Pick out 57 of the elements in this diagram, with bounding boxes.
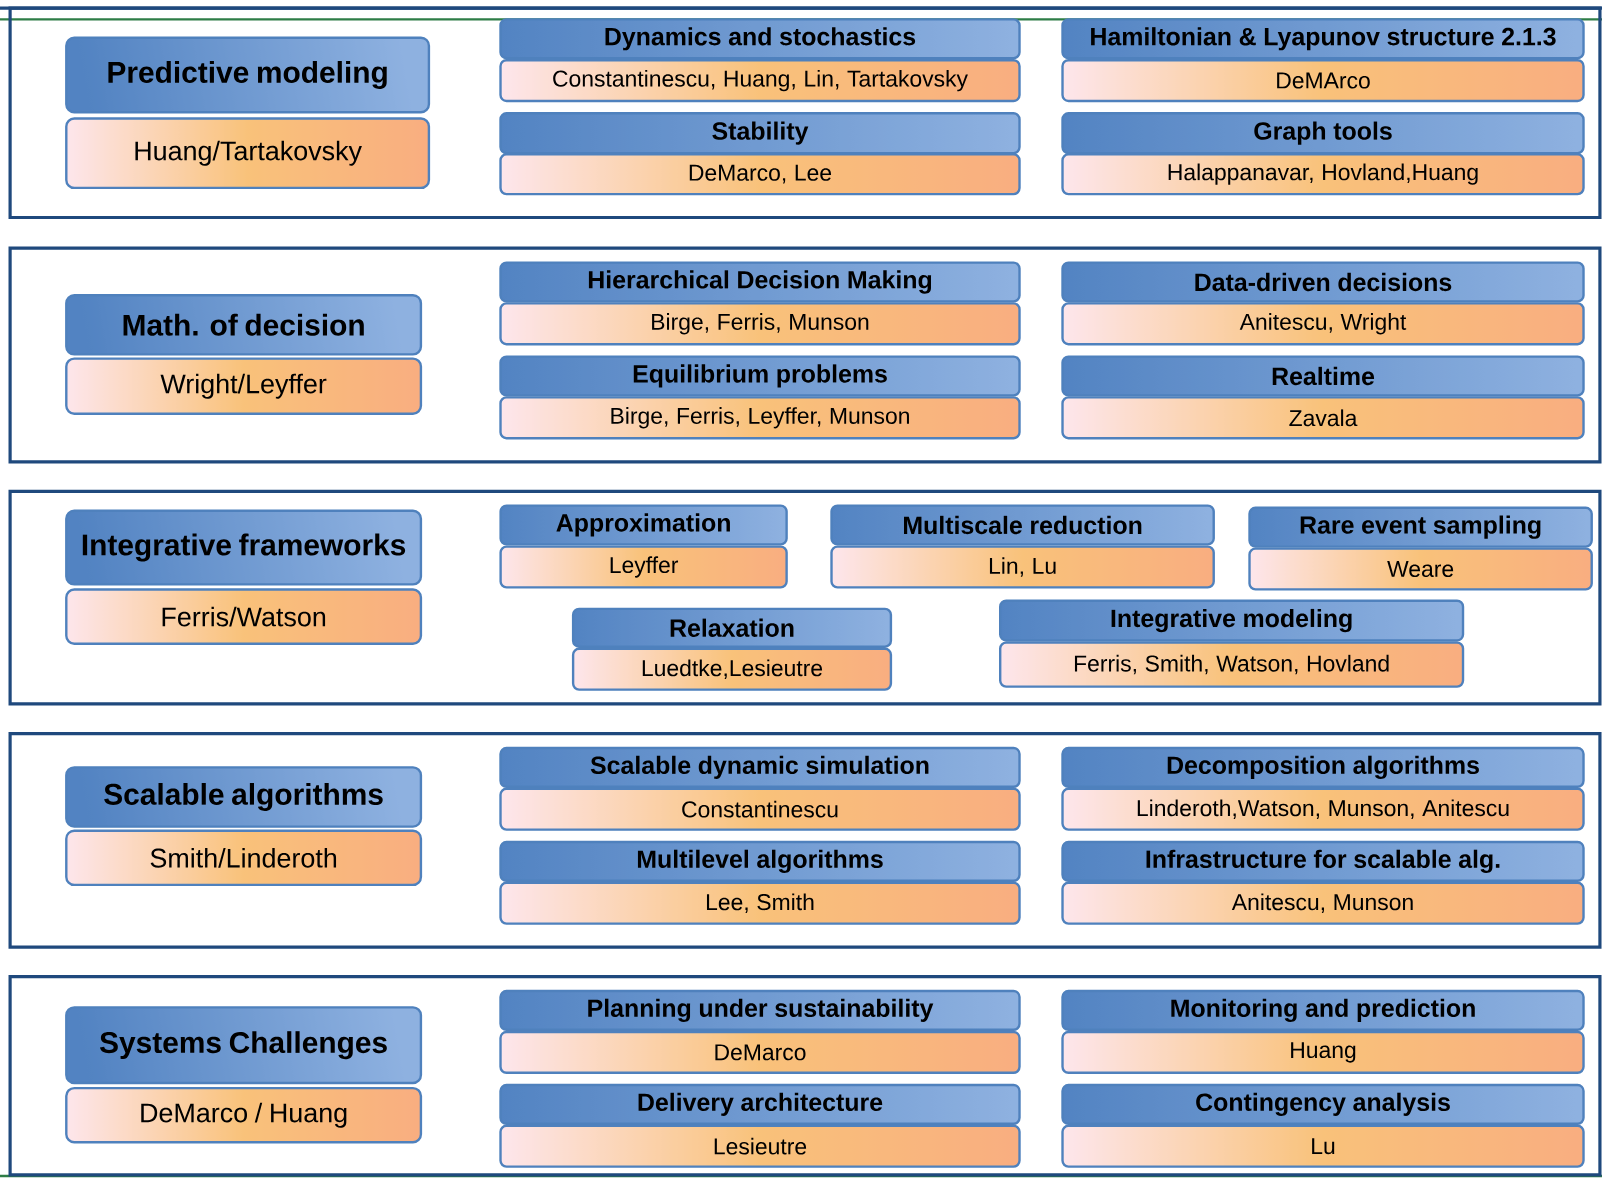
name-box: Anitescu, Munson — [1061, 881, 1585, 925]
name-box: Lu — [1061, 1124, 1585, 1168]
name-box: Constantinescu, Huang, Lin, Tartakovsky — [499, 59, 1021, 103]
topic-box: Hierarchical Decision Making — [499, 261, 1021, 303]
topic-box: Contingency analysis — [1061, 1083, 1585, 1125]
topic-box: Data-driven decisions — [1061, 261, 1585, 303]
heading-box: Math. of decision — [65, 294, 423, 356]
name-box: Halappanavar, Hovland,Huang — [1061, 153, 1585, 196]
name-box: Birge, Ferris, Munson — [499, 302, 1021, 346]
name-box: Ferris/Watson — [65, 588, 423, 645]
topic-box: Dynamics and stochastics — [499, 18, 1021, 60]
heading-box: Predictive modeling — [65, 36, 431, 114]
topic-box: Scalable dynamic simulation — [499, 746, 1021, 788]
topic-box: Graph tools — [1061, 112, 1585, 155]
topic-box: Decomposition algorithms — [1061, 746, 1585, 788]
name-box: Luedtke,Lesieutre — [571, 647, 893, 691]
topic-box: Rare event sampling — [1248, 506, 1593, 548]
heading-box: Systems Challenges — [65, 1006, 423, 1085]
topic-box: Hamiltonian & Lyapunov structure 2.1.3 — [1061, 18, 1585, 60]
name-box: Huang/Tartakovsky — [65, 117, 431, 190]
topic-box: Multilevel algorithms — [499, 840, 1021, 882]
name-box: Linderoth,Watson, Munson, Anitescu — [1061, 787, 1585, 831]
topic-box: Realtime — [1061, 355, 1585, 397]
name-box: Anitescu, Wright — [1061, 302, 1585, 346]
name-box: DeMarco / Huang — [65, 1086, 423, 1144]
name-box: DeMarco, Lee — [499, 153, 1021, 196]
name-box: Smith/Linderoth — [65, 829, 423, 887]
heading-box: Scalable algorithms — [65, 766, 423, 828]
name-box: Lesieutre — [499, 1124, 1021, 1168]
name-box: Constantinescu — [499, 787, 1021, 831]
topic-box: Multiscale reduction — [830, 504, 1215, 546]
name-box: Wright/Leyffer — [65, 357, 423, 415]
topic-box: Integrative modeling — [999, 599, 1465, 642]
band-frame — [8, 975, 1602, 1177]
name-box: DeMarco — [499, 1030, 1021, 1074]
band-frame — [8, 6, 1602, 220]
band-frame — [8, 732, 1602, 949]
band-frame — [8, 246, 1602, 464]
topic-box: Delivery architecture — [499, 1083, 1021, 1125]
name-box: Ferris, Smith, Watson, Hovland — [999, 641, 1465, 688]
name-box: Huang — [1061, 1030, 1585, 1074]
name-box: Zavala — [1061, 396, 1585, 440]
topic-box: Approximation — [499, 504, 788, 546]
band-frame — [8, 489, 1602, 706]
name-box: Birge, Ferris, Leyffer, Munson — [499, 396, 1021, 440]
name-box: Weare — [1248, 547, 1593, 591]
topic-box: Infrastructure for scalable alg. — [1061, 840, 1585, 882]
topic-box: Relaxation — [571, 607, 893, 648]
name-box: Lee, Smith — [499, 881, 1021, 925]
topic-box: Stability — [499, 112, 1021, 155]
topic-box: Monitoring and prediction — [1061, 989, 1585, 1031]
name-box: Lin, Lu — [830, 545, 1215, 589]
heading-box: Integrative frameworks — [65, 509, 423, 586]
topic-box: Planning under sustainability — [499, 989, 1021, 1031]
topic-box: Equilibrium problems — [499, 355, 1021, 397]
name-box: DeMArco — [1061, 59, 1585, 103]
name-box: Leyffer — [499, 545, 788, 589]
